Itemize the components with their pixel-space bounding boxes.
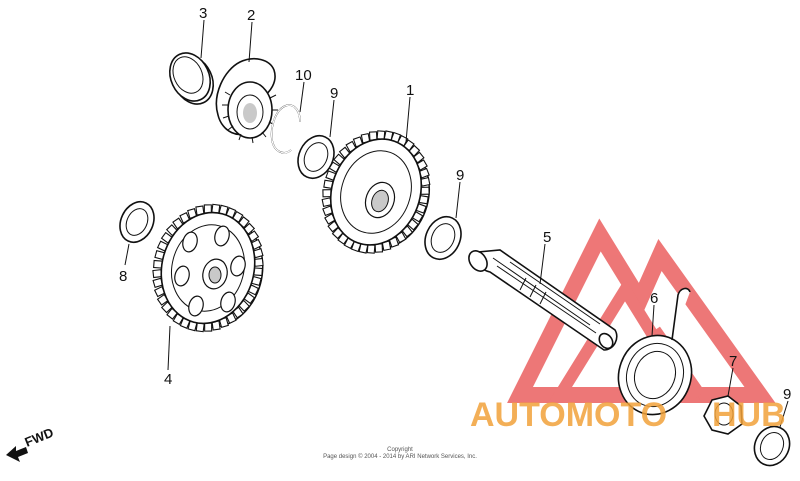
- callout-8: 8: [119, 268, 127, 285]
- part-1-gear[interactable]: [316, 126, 444, 262]
- part-8-washer[interactable]: [114, 196, 161, 248]
- callout-4: 4: [164, 371, 172, 388]
- part-10-circlip[interactable]: [270, 104, 301, 154]
- callout-9b: 9: [456, 167, 464, 184]
- callout-9a: 9: [330, 85, 338, 102]
- part-9-washer-b[interactable]: [418, 211, 467, 265]
- callout-3: 3: [199, 5, 207, 22]
- callout-9c: 9: [783, 386, 791, 403]
- part-7-nut[interactable]: [703, 395, 743, 435]
- callout-10: 10: [295, 67, 312, 84]
- copyright-line-2: Page design © 2004 - 2014 by ARI Network…: [323, 453, 477, 460]
- fwd-indicator: FWD: [6, 425, 56, 462]
- callout-2: 2: [247, 7, 255, 24]
- callout-7: 7: [729, 353, 737, 370]
- callout-1: 1: [406, 82, 414, 99]
- copyright-line-1: Copyright: [387, 447, 413, 453]
- callout-5: 5: [543, 229, 551, 246]
- watermark-word-1: AUTOMOTO: [470, 396, 667, 434]
- watermark-text: AUTOMOTO HUB: [470, 396, 786, 434]
- callout-6: 6: [650, 290, 658, 307]
- callouts: 3 2 10 9 1 9 8 4 5 6 7 9: [119, 5, 791, 403]
- part-4-gear[interactable]: [149, 202, 275, 338]
- part-3-spring-ring[interactable]: [162, 46, 221, 110]
- part-2-ratchet[interactable]: [215, 58, 278, 144]
- fwd-label: FWD: [23, 425, 56, 450]
- part-6-spring[interactable]: [607, 287, 702, 424]
- leader-lines: [124, 19, 789, 428]
- part-5-shaft[interactable]: [465, 247, 618, 351]
- fwd-arrow-icon: [6, 446, 28, 462]
- watermark-word-2: HUB: [712, 396, 786, 434]
- part-9-washer-c[interactable]: [748, 421, 796, 472]
